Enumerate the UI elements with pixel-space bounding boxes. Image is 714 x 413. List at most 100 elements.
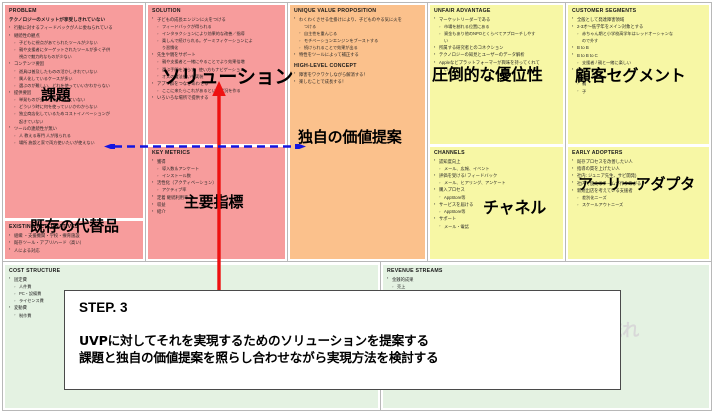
early-adopters-heading: EARLY ADOPTERS <box>572 150 623 156</box>
list-item: PC・設備費 <box>9 291 374 298</box>
solution-heading: SOLUTION <box>152 8 181 14</box>
list-item: ここに来たらこれがあるという状況を作る <box>152 88 281 95</box>
list-item: AppStore等 <box>434 209 559 216</box>
list-item: B to B to C <box>572 52 705 60</box>
list-item: 定着 継続利用率 <box>152 194 281 202</box>
panel-existing-alternatives[interactable]: EXISTING ALTERNATIVES 組織 ・支援機関・学校・療育施設 既… <box>5 221 143 259</box>
list-item: どういう時に何を使っていいかわからない <box>9 104 139 111</box>
list-item: サポート <box>434 216 559 223</box>
list-item: 先生や親をサポート <box>152 52 281 59</box>
existing-alternatives-heading: EXISTING ALTERNATIVES <box>9 224 79 231</box>
key-metrics-list: 獲得 導入数＆アンケート インストール数 活性化（アクティベーション） アクティ… <box>152 158 281 217</box>
panel-customer-segments[interactable]: CUSTOMER SEGMENTS 全般として発達障害領域 2-3才〜低学年をメ… <box>568 5 709 144</box>
list-item: 起きていない <box>19 118 44 124</box>
list-item: 子どもの成長エンジンに火をつける <box>152 16 281 24</box>
problem-heading: PROBLEM <box>9 8 37 14</box>
list-item: 収益 <box>152 202 281 209</box>
list-item: 選ぶのが難しい、どれを使っていいかわからない <box>9 83 139 90</box>
list-item: 認知度向上 <box>434 158 559 166</box>
list-item: 国内 / 国外 <box>572 74 705 81</box>
list-item: 金銭的成果 <box>387 276 705 284</box>
list-item: 単発ものが多く、集約されていない <box>9 97 139 104</box>
list-item: 変動費 <box>9 305 374 312</box>
panel-channels[interactable]: CHANNELS 認知度向上 メール、広報、イベント 評価を受ける/ フィードバ… <box>430 147 563 259</box>
list-item: 市場を創れる位置にある <box>434 24 559 31</box>
list-item: メール、ヒアリング、アンケート <box>434 180 559 187</box>
list-item: コンテンツ要因 <box>9 61 139 68</box>
list-item: 独立商店化しているためコストイノベーションが <box>9 111 139 118</box>
panel-uvp[interactable]: UNIQUE VALUE PROPOSITION わくわくさせる仕掛けにより、子… <box>290 5 425 259</box>
list-item: アプリ群をつなぎあわせる <box>152 81 281 88</box>
revenue-streams-heading: REVENUE STREAMS <box>387 268 443 274</box>
column-unique-value-proposition: UNIQUE VALUE PROPOSITION わくわくさせる仕掛けにより、子… <box>288 3 428 261</box>
existing-alternatives-list: 組織 ・支援機関・学校・療育施設 既存ツール・アプリ/ハード（高い） 人による対… <box>9 233 139 255</box>
list-item: 2-3才〜低学年をメイン対象とする <box>572 24 705 31</box>
list-item: 支援者 / 親と一緒に楽しい <box>572 60 705 67</box>
list-item: 資金もあり他のNPOとくらべてアプローチしやす <box>434 31 559 38</box>
list-item: ので外す <box>582 38 599 44</box>
panel-problem[interactable]: PROBLEM テクノロジーのメリットが享受しきれていない 行動に対するフィード… <box>5 5 143 219</box>
list-item: つける <box>304 23 317 29</box>
list-item: り習慣化 <box>162 45 179 51</box>
list-item: いろいろな場所で提供する <box>152 95 281 102</box>
list-item: 障害をワクワクしながら解消する！ <box>294 71 421 79</box>
list-item: インストール数 <box>152 173 281 180</box>
panel-key-metrics[interactable]: KEY METRICS 獲得 導入数＆アンケート インストール数 活性化（アクテ… <box>148 147 285 259</box>
customer-segments-heading: CUSTOMER SEGMENTS <box>572 8 637 14</box>
high-level-concept-list: 障害をワクワクしながら解消する！ 楽しむことで成長する！ <box>294 71 421 86</box>
key-metrics-heading: KEY METRICS <box>152 150 191 156</box>
column-unfair-advantage-channels: UNFAIR ADVANTAGE マーケットリーダーである 市場を創れる位置にあ… <box>428 3 566 261</box>
list-item: 社内: ジュニア先生、サビ開発) <box>572 173 705 180</box>
panel-early-adopters[interactable]: EARLY ADOPTERS 既存プロセスを改善したい人 指導の質を上げたい人 … <box>568 147 709 259</box>
list-item: 人 教える専門 人が限られる <box>9 133 139 140</box>
list-item: 指導の質を上げたい人 <box>572 166 705 173</box>
list-item: 組織 ・支援機関・学校・療育施設 <box>9 233 139 240</box>
step-callout-box[interactable]: STEP. 3 UVPに対してそれを実現するためのソリューションを提案する 課題… <box>64 290 621 390</box>
problem-lead: テクノロジーのメリットが享受しきれていない <box>9 16 106 22</box>
list-item: 親や支援者にターゲットされたツールが多く子供 <box>9 47 139 54</box>
panel-solution[interactable]: SOLUTION 子どもの成長エンジンに火をつける フィードバックが得られる イ… <box>148 5 285 144</box>
list-item: 提供要因 <box>9 90 139 97</box>
list-item: メール、広報、イベント <box>434 166 559 173</box>
list-item: 売上 <box>387 284 705 291</box>
column-problem: PROBLEM テクノロジーのメリットが享受しきれていない 行動に対するフィード… <box>3 3 146 261</box>
list-item: いる <box>444 67 453 73</box>
list-item: 購入プロセス <box>434 187 559 194</box>
list-item: 人による対応 <box>9 247 139 255</box>
list-item: フィードバックが得られる <box>152 24 281 31</box>
list-item: スケールアウトニーズ <box>572 202 705 209</box>
list-item: マーケットリーダーである <box>434 16 559 24</box>
list-item: 特性をツールによって補正する <box>294 52 421 59</box>
panel-unfair-advantage[interactable]: UNFAIR ADVANTAGE マーケットリーダーである 市場を創れる位置にあ… <box>430 5 563 144</box>
list-item: B to B <box>572 45 705 52</box>
callout-line-1: UVPに対してそれを実現するためのソリューションを提案する <box>79 333 429 348</box>
list-item: わくわくさせる仕掛けにより、子どものやる気に火を <box>294 16 421 24</box>
list-item: 継続性の観点 <box>9 33 139 40</box>
list-item: 紹介 <box>152 209 281 216</box>
callout-step-label: STEP. 3 <box>79 300 128 315</box>
list-item: 固定費 <box>9 276 374 284</box>
channels-heading: CHANNELS <box>434 150 465 156</box>
list-item: B to C <box>572 67 705 74</box>
list-item: 所属する研究者とのコネクション <box>434 45 559 52</box>
uvp-list: わくわくさせる仕掛けにより、子どものやる気に火を つける 自主性を重んじる モチ… <box>294 16 421 60</box>
list-item: 獲得 <box>152 158 281 166</box>
unfair-advantage-heading: UNFAIR ADVANTAGE <box>434 8 491 14</box>
list-item: 選ぶ手間を減らす。使い方もナビゲーション。 <box>152 66 281 74</box>
list-item: 行動に対するフィードバックが人に委ねられている <box>9 25 139 32</box>
canvas-top-row: PROBLEM テクノロジーのメリットが享受しきれていない 行動に対するフィード… <box>3 3 711 261</box>
list-item: 既存プロセスを改善したい人 <box>572 158 705 166</box>
list-item: ツールの連続性が無い <box>9 125 139 133</box>
list-item: 親 <box>572 81 705 88</box>
list-item: 子どもに視点があてられたツールが少ない <box>9 40 139 47</box>
high-level-concept-heading: HIGH-LEVEL CONCEPT <box>294 63 357 70</box>
list-item: 社内で使えるチームが作りあがる <box>572 180 705 188</box>
list-item: テクノロジーの知見とユーザーのデータ解析 <box>434 52 559 59</box>
list-item: アクティブ率 <box>152 187 281 194</box>
list-item: 赤ちゃん期と小学校高学年はレッドオーシャンな <box>572 31 705 38</box>
cost-structure-list: 固定費 人件費 PC・設備費 ライセンス費 変動費 制作費 <box>9 276 374 320</box>
list-item: インタラクションにより効果的な改善／指導 <box>152 31 281 38</box>
list-item: モチベーションエンジンをブーストする <box>294 38 421 45</box>
list-item: オズの魔法使いを実装 <box>152 73 281 81</box>
list-item: AppStore等 <box>434 194 559 202</box>
